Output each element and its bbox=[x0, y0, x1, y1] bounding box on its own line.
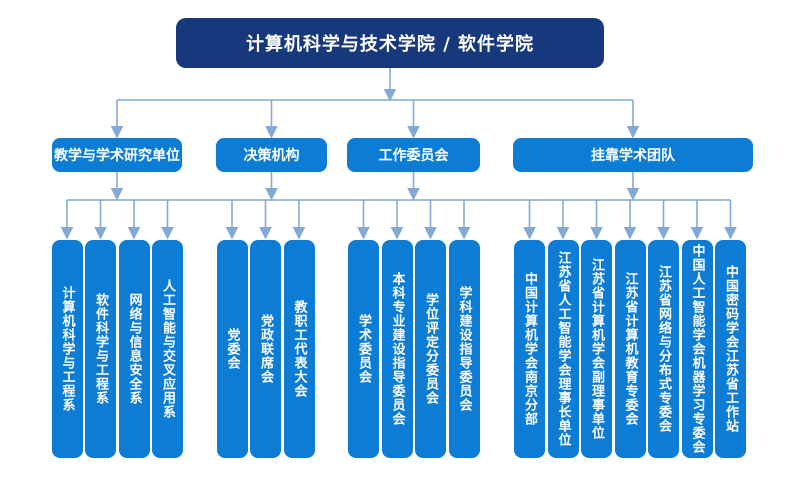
leaf-node: 党政联席会 bbox=[250, 240, 281, 458]
leaf-node: 教职工代表大会 bbox=[283, 240, 315, 458]
root-node-label: 计算机科学与技术学院 / 软件学院 bbox=[245, 34, 535, 55]
leaf-node: 学术委员会 bbox=[348, 240, 379, 458]
group-node-work-committees: 工作委员会 bbox=[347, 138, 480, 172]
leaf-node-label: 江苏省人工智能学会理事长单位 bbox=[555, 251, 571, 447]
leaf-node-label: 江苏省计算机教育专委会 bbox=[622, 272, 638, 426]
leaf-node: 学科建设指导委员会 bbox=[448, 240, 480, 458]
leaf-node: 江苏省计算机教育专委会 bbox=[614, 240, 646, 458]
leaf-node: 江苏省人工智能学会理事长单位 bbox=[547, 240, 579, 458]
group-node-teaching-research-units: 教学与学术研究单位 bbox=[52, 138, 182, 172]
group-node-label: 工作委员会 bbox=[378, 148, 449, 164]
leaf-node-label: 计算机科学与工程系 bbox=[59, 286, 75, 412]
leaf-node: 本科专业建设指导委员会 bbox=[381, 240, 413, 458]
leaf-node: 网络与信息安全系 bbox=[118, 240, 150, 458]
leaf-node-label: 本科专业建设指导委员会 bbox=[389, 272, 405, 426]
leaf-node: 中国密码学会江苏省工作站 bbox=[715, 240, 746, 458]
leaf-node: 计算机科学与工程系 bbox=[51, 240, 83, 458]
leaf-node-label: 网络与信息安全系 bbox=[126, 293, 142, 405]
group-node-label: 决策机构 bbox=[243, 148, 300, 164]
leaf-node-label: 教职工代表大会 bbox=[291, 300, 307, 398]
leaf-node: 党委会 bbox=[216, 240, 248, 458]
leaf-node-label: 江苏省网络与分布式专委会 bbox=[656, 265, 671, 433]
leaf-node: 学位评定分委员会 bbox=[415, 240, 446, 458]
leaf-node-label: 学位评定分委员会 bbox=[423, 293, 438, 405]
leaf-node-label: 党委会 bbox=[224, 328, 240, 370]
leaf-node-label: 中国计算机学会南京分部 bbox=[522, 272, 537, 426]
root-node: 计算机科学与技术学院 / 软件学院 bbox=[176, 18, 604, 68]
leaf-node-label: 学术委员会 bbox=[356, 314, 371, 384]
leaf-node-label: 学科建设指导委员会 bbox=[456, 286, 472, 412]
leaf-node-label: 软件科学与工程系 bbox=[93, 293, 108, 405]
leaf-node-label: 中国人工智能学会机器学习专委会 bbox=[689, 244, 705, 454]
leaf-node-label: 中国密码学会江苏省工作站 bbox=[723, 265, 738, 433]
group-node-label: 挂靠学术团队 bbox=[591, 148, 675, 164]
group-node-affiliated-academic-teams: 挂靠学术团队 bbox=[513, 138, 753, 172]
leaf-node: 江苏省计算机学会副理事单位 bbox=[581, 240, 612, 458]
group-node-decision-bodies: 决策机构 bbox=[216, 138, 327, 172]
leaf-node: 软件科学与工程系 bbox=[85, 240, 116, 458]
leaf-node-label: 党政联席会 bbox=[258, 314, 273, 384]
leaf-node: 人工智能与交叉应用系 bbox=[152, 240, 183, 458]
group-node-label: 教学与学术研究单位 bbox=[54, 148, 180, 164]
leaf-node: 中国计算机学会南京分部 bbox=[514, 240, 545, 458]
leaf-node-label: 人工智能与交叉应用系 bbox=[160, 279, 175, 419]
leaf-node-label: 江苏省计算机学会副理事单位 bbox=[589, 258, 604, 440]
leaf-node: 江苏省网络与分布式专委会 bbox=[648, 240, 679, 458]
leaf-node: 中国人工智能学会机器学习专委会 bbox=[681, 240, 713, 458]
